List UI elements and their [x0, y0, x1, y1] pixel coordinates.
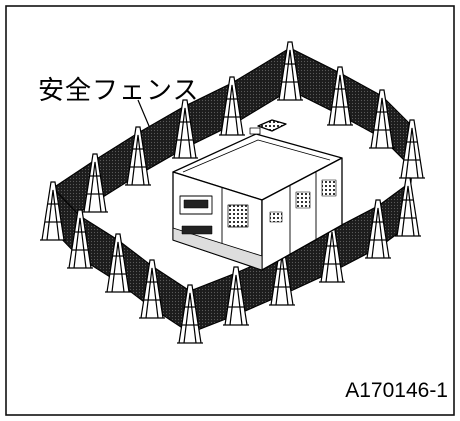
fence-stand — [172, 99, 198, 159]
safety-fence — [52, 47, 413, 335]
fence-stand — [365, 199, 391, 259]
fence-stand — [219, 76, 245, 136]
fence-stand — [327, 66, 353, 126]
fence-stand — [67, 209, 93, 269]
figure-id: A170146-1 — [345, 379, 448, 402]
fence-stand — [223, 266, 249, 326]
fence-stands — [40, 41, 425, 344]
fence-stand — [139, 259, 165, 319]
fence-stand — [105, 233, 131, 293]
fence-stand — [277, 41, 303, 101]
fence-stand — [399, 119, 425, 179]
fence-stand — [40, 181, 66, 241]
fence-stand — [319, 223, 345, 283]
fence-stand — [369, 89, 395, 149]
figure-border — [5, 5, 455, 416]
fence-stand — [125, 126, 151, 186]
fence-stand — [82, 153, 108, 213]
fence-stand — [395, 177, 421, 237]
fence-stand — [177, 284, 203, 344]
callout-label: 安全フェンス — [38, 76, 200, 106]
generator-unit — [172, 119, 343, 271]
